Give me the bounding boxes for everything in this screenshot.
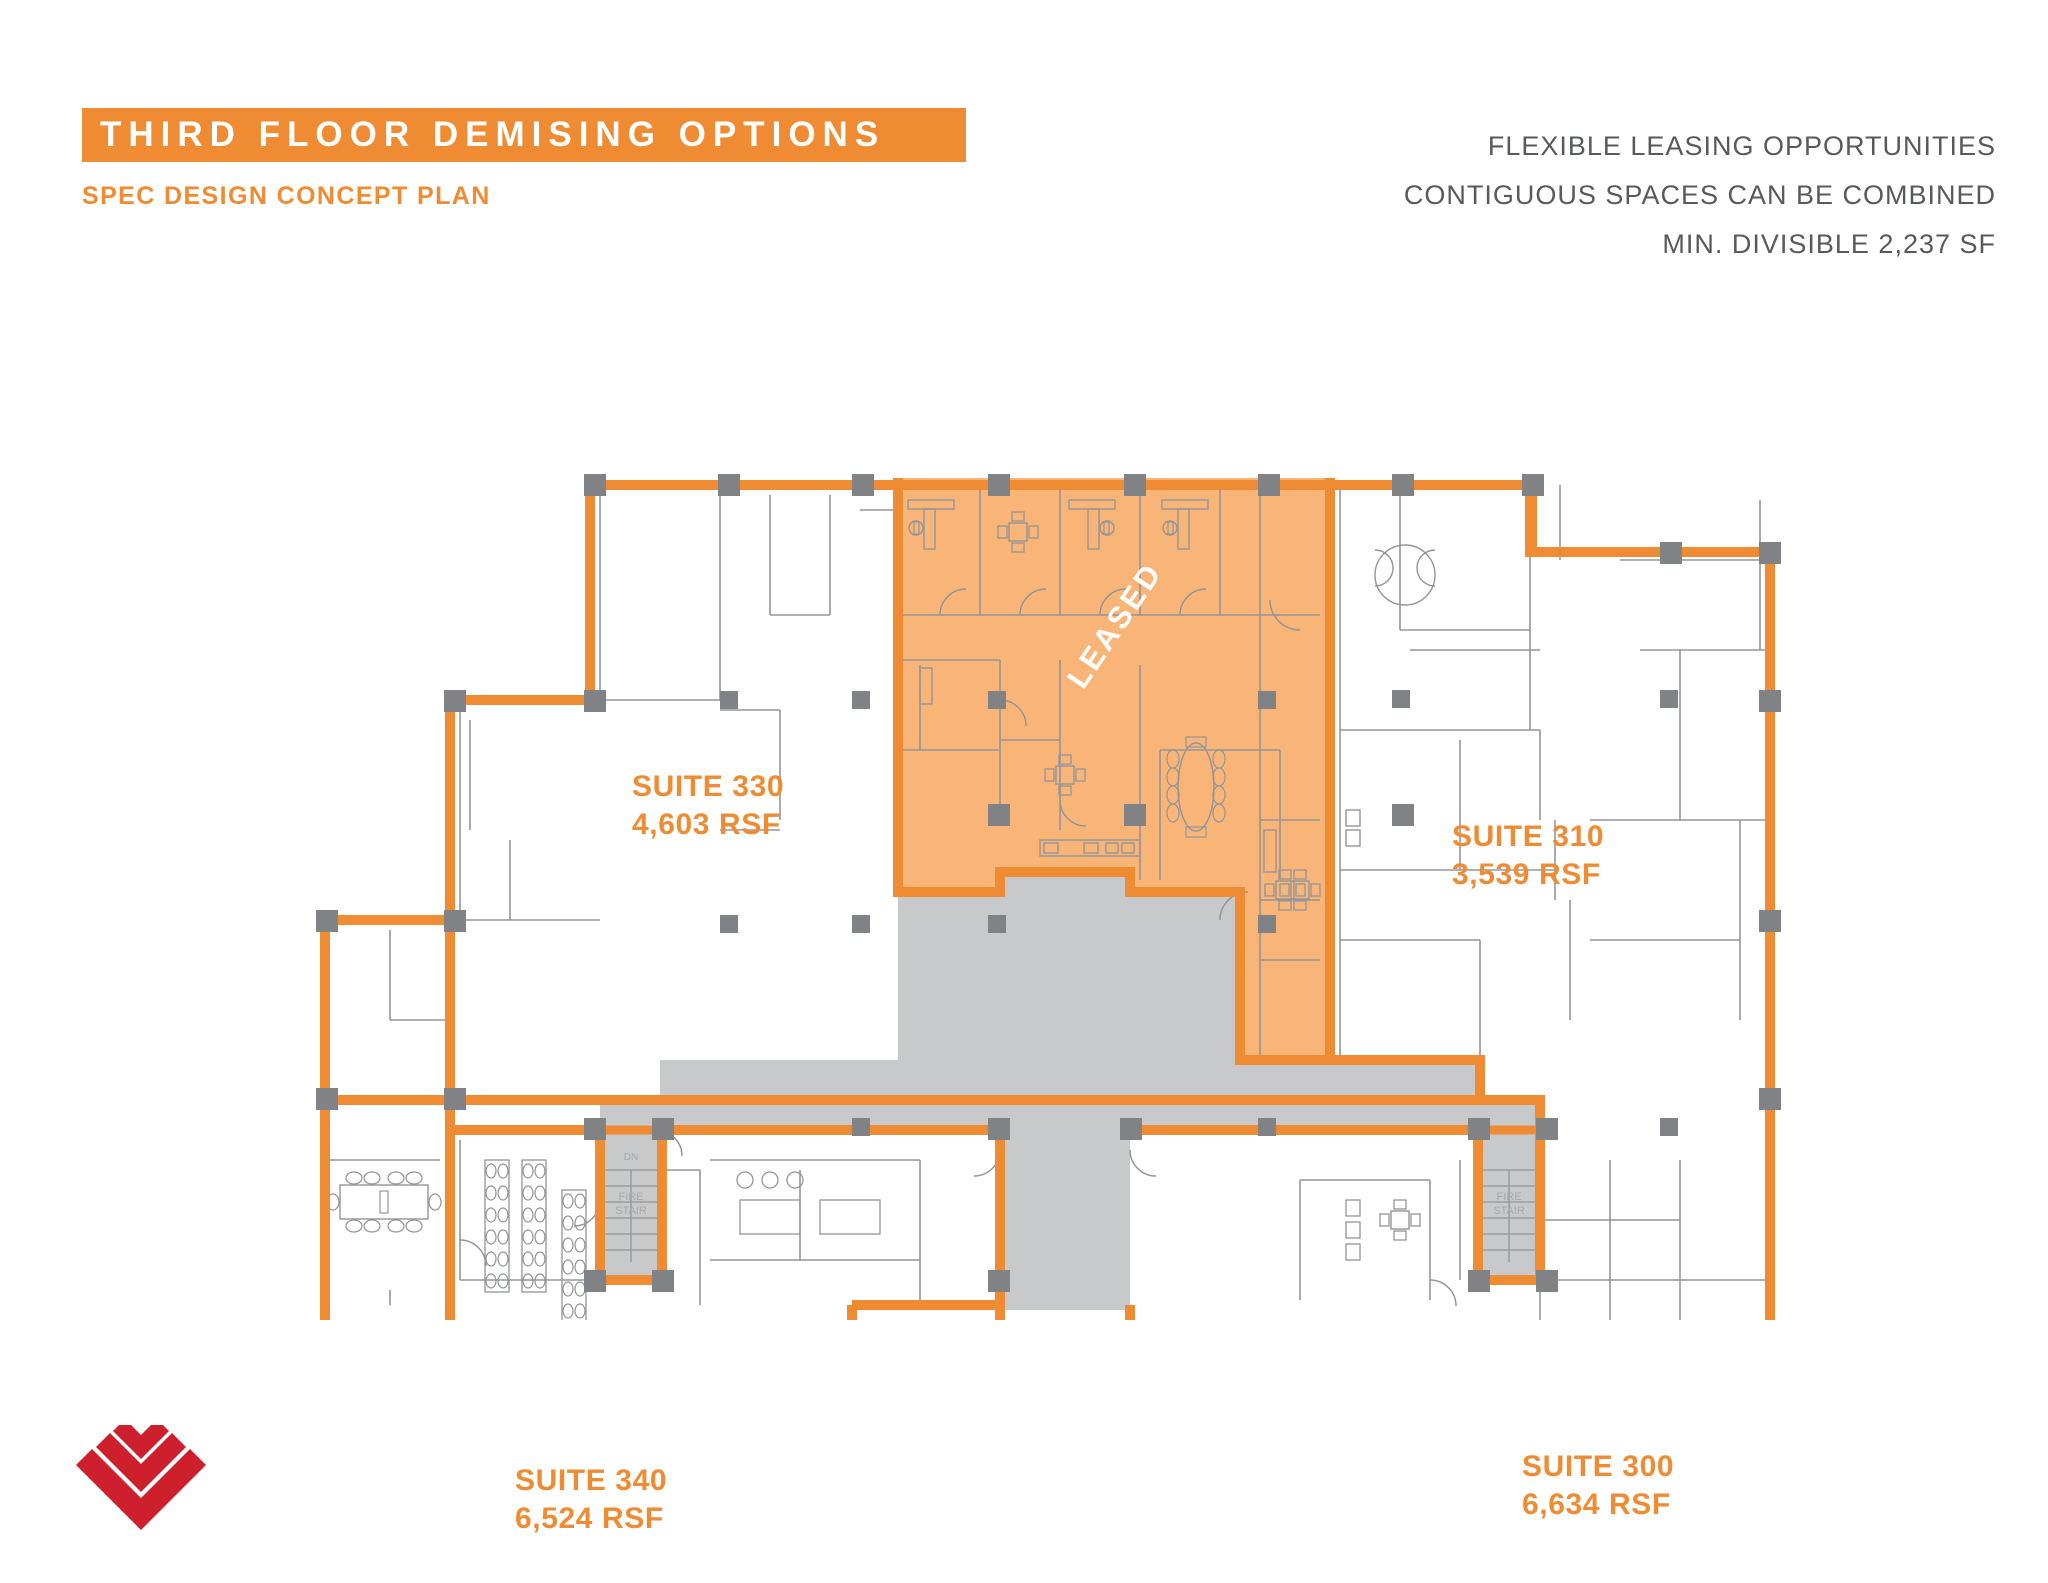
suite-340-name: SUITE 340 bbox=[515, 1464, 668, 1497]
building-core bbox=[600, 870, 1540, 1310]
leasing-note-3: MIN. DIVISIBLE 2,237 SF bbox=[1662, 229, 1996, 259]
leasing-notes-block: FLEXIBLE LEASING OPPORTUNITIES CONTIGUOU… bbox=[1404, 122, 1996, 269]
page-title: THIRD FLOOR DEMISING OPTIONS bbox=[100, 115, 886, 154]
suite-label-340: SUITE 340 6,524 RSF bbox=[515, 1462, 667, 1538]
stair-label-east-1: FIRE bbox=[1496, 1191, 1521, 1203]
suite-300-name: SUITE 300 bbox=[1522, 1450, 1675, 1483]
page-subtitle: SPEC DESIGN CONCEPT PLAN bbox=[82, 182, 491, 210]
floor-plan-svg: DN FIRE STAIR FIRE STAIR bbox=[316, 474, 1781, 1320]
stair-label-west-1: FIRE bbox=[618, 1191, 643, 1203]
chevron-logo bbox=[66, 1417, 216, 1555]
structural-columns bbox=[316, 474, 1781, 1292]
floor-plan: DN FIRE STAIR FIRE STAIR bbox=[300, 400, 1840, 1535]
fire-stair-west: DN FIRE STAIR bbox=[595, 1125, 667, 1285]
suite-300-area: 6,634 RSF bbox=[1522, 1488, 1671, 1521]
stair-label-east-2: STAIR bbox=[1493, 1205, 1525, 1217]
suite-340-area: 6,524 RSF bbox=[515, 1502, 664, 1535]
fire-stair-east: FIRE STAIR bbox=[1473, 1125, 1545, 1285]
stair-label-west-2: STAIR bbox=[615, 1205, 647, 1217]
suite-leased-fill bbox=[898, 478, 1328, 1060]
leasing-note-1: FLEXIBLE LEASING OPPORTUNITIES bbox=[1487, 131, 1996, 161]
page-title-bar: THIRD FLOOR DEMISING OPTIONS bbox=[82, 108, 966, 162]
suite-label-300: SUITE 300 6,634 RSF bbox=[1522, 1448, 1674, 1524]
header-left-block: THIRD FLOOR DEMISING OPTIONS SPEC DESIGN… bbox=[82, 108, 966, 211]
leasing-note-2: CONTIGUOUS SPACES CAN BE COMBINED bbox=[1403, 180, 1996, 210]
stair-dn-label-west: DN bbox=[624, 1152, 638, 1163]
